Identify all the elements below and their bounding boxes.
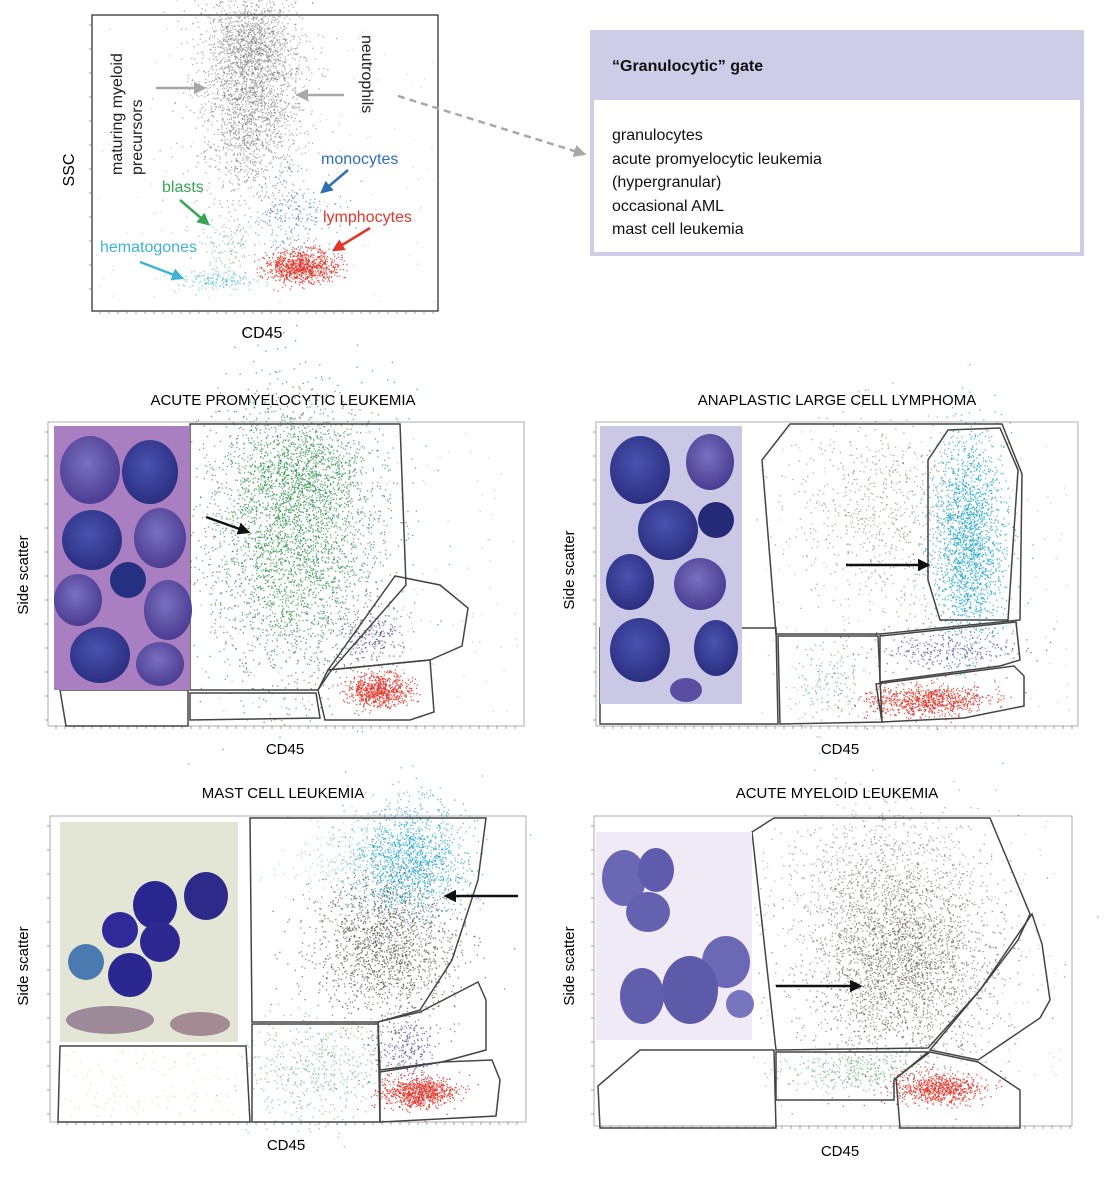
label-blasts: blasts: [162, 179, 204, 196]
gate-box-list: granulocytes acute promyelocytic leukemi…: [594, 100, 1080, 242]
panel-title-aml: ACUTE MYELOID LEUKEMIA: [736, 785, 939, 802]
gate-box-title: “Granulocytic” gate: [594, 34, 1080, 100]
granulocytic-gate-box: “Granulocytic” gate granulocytes acute p…: [590, 30, 1084, 256]
panel-title-alcl: ANAPLASTIC LARGE CELL LYMPHOMA: [698, 392, 976, 409]
panel-aml-y-label: Side scatter: [561, 926, 578, 1005]
label-maturing-myeloid-2: precursors: [129, 99, 146, 175]
panel-alcl: CD45 Side scatter: [561, 364, 1078, 764]
panel-apl-y-label: Side scatter: [15, 535, 32, 614]
panel-aml-x-label: CD45: [821, 1143, 859, 1160]
panel-alcl-y-label: Side scatter: [561, 530, 578, 609]
label-maturing-myeloid-1: maturing myeloid: [109, 53, 126, 175]
label-neutrophils: neutrophils: [358, 35, 375, 113]
panel-title-mcl: MAST CELL LEUKEMIA: [202, 785, 365, 802]
gate-box-item: acute promyelocytic leukemia: [612, 148, 1062, 172]
label-lymphocytes: lymphocytes: [323, 209, 412, 226]
panel-mcl: CD45 Side scatter: [15, 765, 531, 1154]
label-monocytes: monocytes: [321, 151, 398, 168]
gate-box-item: mast cell leukemia: [612, 218, 1062, 242]
panel-alcl-micrograph: [600, 426, 742, 704]
panel-aml-micrograph: [596, 832, 754, 1040]
panel-aml: CD45 Side scatter: [561, 770, 1098, 1160]
label-hematogones: hematogones: [100, 239, 197, 256]
panel-mcl-y-label: Side scatter: [15, 926, 32, 1005]
overview-x-label: CD45: [242, 325, 283, 342]
gate-box-item: occasional AML: [612, 195, 1062, 219]
panel-title-apl: ACUTE PROMYELOCYTIC LEUKEMIA: [150, 392, 415, 409]
panel-alcl-x-label: CD45: [821, 741, 859, 758]
panel-apl-x-label: CD45: [266, 741, 304, 758]
overview-plot: CD45 SSC maturing myeloid precursors neu…: [61, 0, 584, 342]
panel-apl-micrograph: [54, 426, 192, 690]
overview-y-label: SSC: [61, 154, 78, 187]
panel-mcl-micrograph: [60, 822, 238, 1042]
panel-mcl-x-label: CD45: [267, 1137, 305, 1154]
gate-box-item: granulocytes: [612, 124, 1062, 148]
gate-box-item: (hypergranular): [612, 171, 1062, 195]
